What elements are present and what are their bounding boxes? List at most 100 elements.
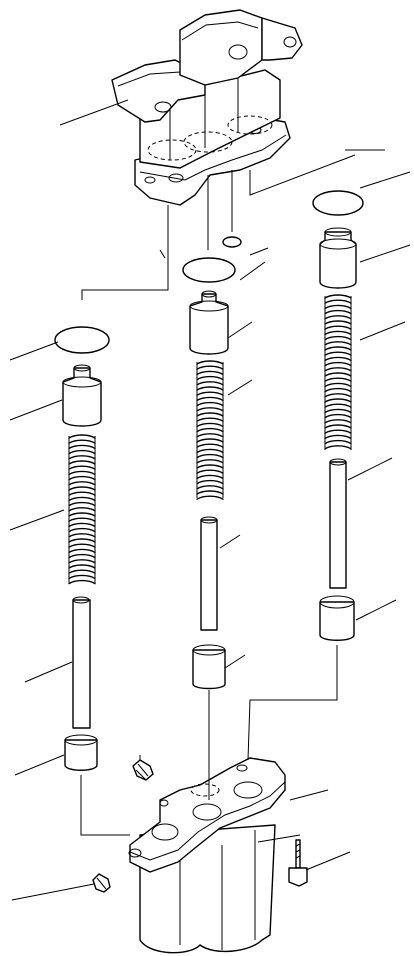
spring-coil — [196, 386, 224, 391]
spring-coil — [68, 522, 96, 528]
lower-valve-body — [128, 757, 286, 954]
spring-coil — [324, 320, 352, 325]
spring-coil — [68, 444, 96, 450]
spring-coil — [196, 438, 224, 443]
spring-coil — [324, 377, 352, 382]
spring-coil — [196, 469, 224, 474]
spring-coil — [196, 401, 224, 407]
center-plunger — [192, 644, 226, 690]
spring-coil — [68, 491, 96, 496]
spring-coil — [196, 391, 224, 396]
spring-coil — [196, 417, 224, 422]
spring-coil — [196, 479, 224, 485]
spring-coil — [196, 412, 224, 417]
spring-coil — [324, 361, 352, 367]
right-pushrod — [329, 458, 347, 589]
spring-coil — [324, 387, 352, 393]
right-spring — [324, 294, 352, 450]
spring-coil — [196, 464, 224, 469]
upper-valve-body — [111, 9, 303, 206]
spring-coil — [324, 351, 352, 356]
spring-coil — [324, 439, 352, 445]
spring-coil — [324, 424, 352, 429]
spring-coil — [196, 490, 224, 495]
spring-coil — [68, 553, 96, 559]
spring-coil — [324, 356, 352, 362]
spring-coil — [196, 381, 224, 386]
spring-coil — [68, 486, 96, 491]
lower-plug — [92, 873, 111, 893]
spring-coil — [68, 470, 96, 476]
spring-coil — [196, 427, 224, 433]
spring-coil — [196, 459, 224, 464]
spring-coil — [196, 370, 224, 376]
left-plunger — [64, 734, 98, 771]
spring-coil — [324, 325, 352, 330]
spring-coil — [68, 449, 96, 455]
spring-coil — [324, 429, 352, 434]
right-piston — [319, 227, 357, 289]
spring-coil — [324, 299, 352, 304]
right-plunger — [319, 595, 355, 641]
spring-coil — [196, 485, 224, 490]
left-spring — [68, 434, 96, 585]
spring-coil — [68, 455, 96, 460]
spring-coil — [68, 481, 96, 486]
bolt — [288, 839, 308, 887]
spring-coil — [196, 396, 224, 402]
spring-coil — [68, 475, 96, 481]
connector-lines — [80, 154, 356, 836]
spring-coil — [324, 372, 352, 377]
spring-coil — [324, 445, 352, 450]
center-pushrod — [200, 516, 218, 631]
spring-coil — [68, 439, 96, 444]
spring-coil — [68, 512, 96, 517]
spring-coil — [68, 507, 96, 512]
spring-outline — [324, 296, 352, 450]
spring-coil — [68, 496, 96, 502]
right-o-ring — [312, 190, 364, 216]
spring-coil — [196, 433, 224, 438]
spring-coil — [68, 564, 96, 569]
spring-outline — [68, 436, 96, 584]
spring-coil — [68, 434, 96, 439]
left-spool-assembly — [54, 326, 110, 771]
spring-coil — [68, 579, 96, 585]
right-spool-assembly — [312, 190, 364, 641]
left-o-ring — [54, 326, 110, 354]
spring-coil — [196, 443, 224, 448]
spring-coil — [324, 382, 352, 388]
spring-coil — [324, 393, 352, 398]
spring-coil — [68, 569, 96, 574]
spring-coil — [324, 335, 352, 341]
center-o-ring — [182, 257, 236, 283]
spring-coil — [324, 330, 352, 336]
spring-coil — [196, 453, 224, 459]
spring-coil — [196, 365, 224, 370]
spring-coil — [196, 375, 224, 381]
spring-coil — [68, 460, 96, 465]
spring-coil — [324, 434, 352, 440]
spring-coil — [68, 559, 96, 564]
spring-coil — [324, 346, 352, 351]
spring-coil — [68, 533, 96, 538]
spring-coil — [68, 527, 96, 533]
spring-coil — [68, 517, 96, 522]
center-spool-assembly — [182, 257, 236, 690]
spring-coil — [324, 398, 352, 403]
small-o-ring — [222, 236, 242, 248]
spring-coil — [324, 413, 352, 419]
spring-coil — [324, 419, 352, 424]
spring-coil — [196, 360, 224, 365]
left-pushrod — [72, 596, 91, 729]
spring-coil — [324, 341, 352, 346]
upper-plug — [132, 759, 154, 781]
spring-coil — [324, 367, 352, 372]
spring-coil — [68, 501, 96, 507]
spring-coil — [196, 448, 224, 454]
center-piston — [189, 290, 229, 355]
spring-coil — [324, 294, 352, 299]
spring-coil — [68, 538, 96, 543]
